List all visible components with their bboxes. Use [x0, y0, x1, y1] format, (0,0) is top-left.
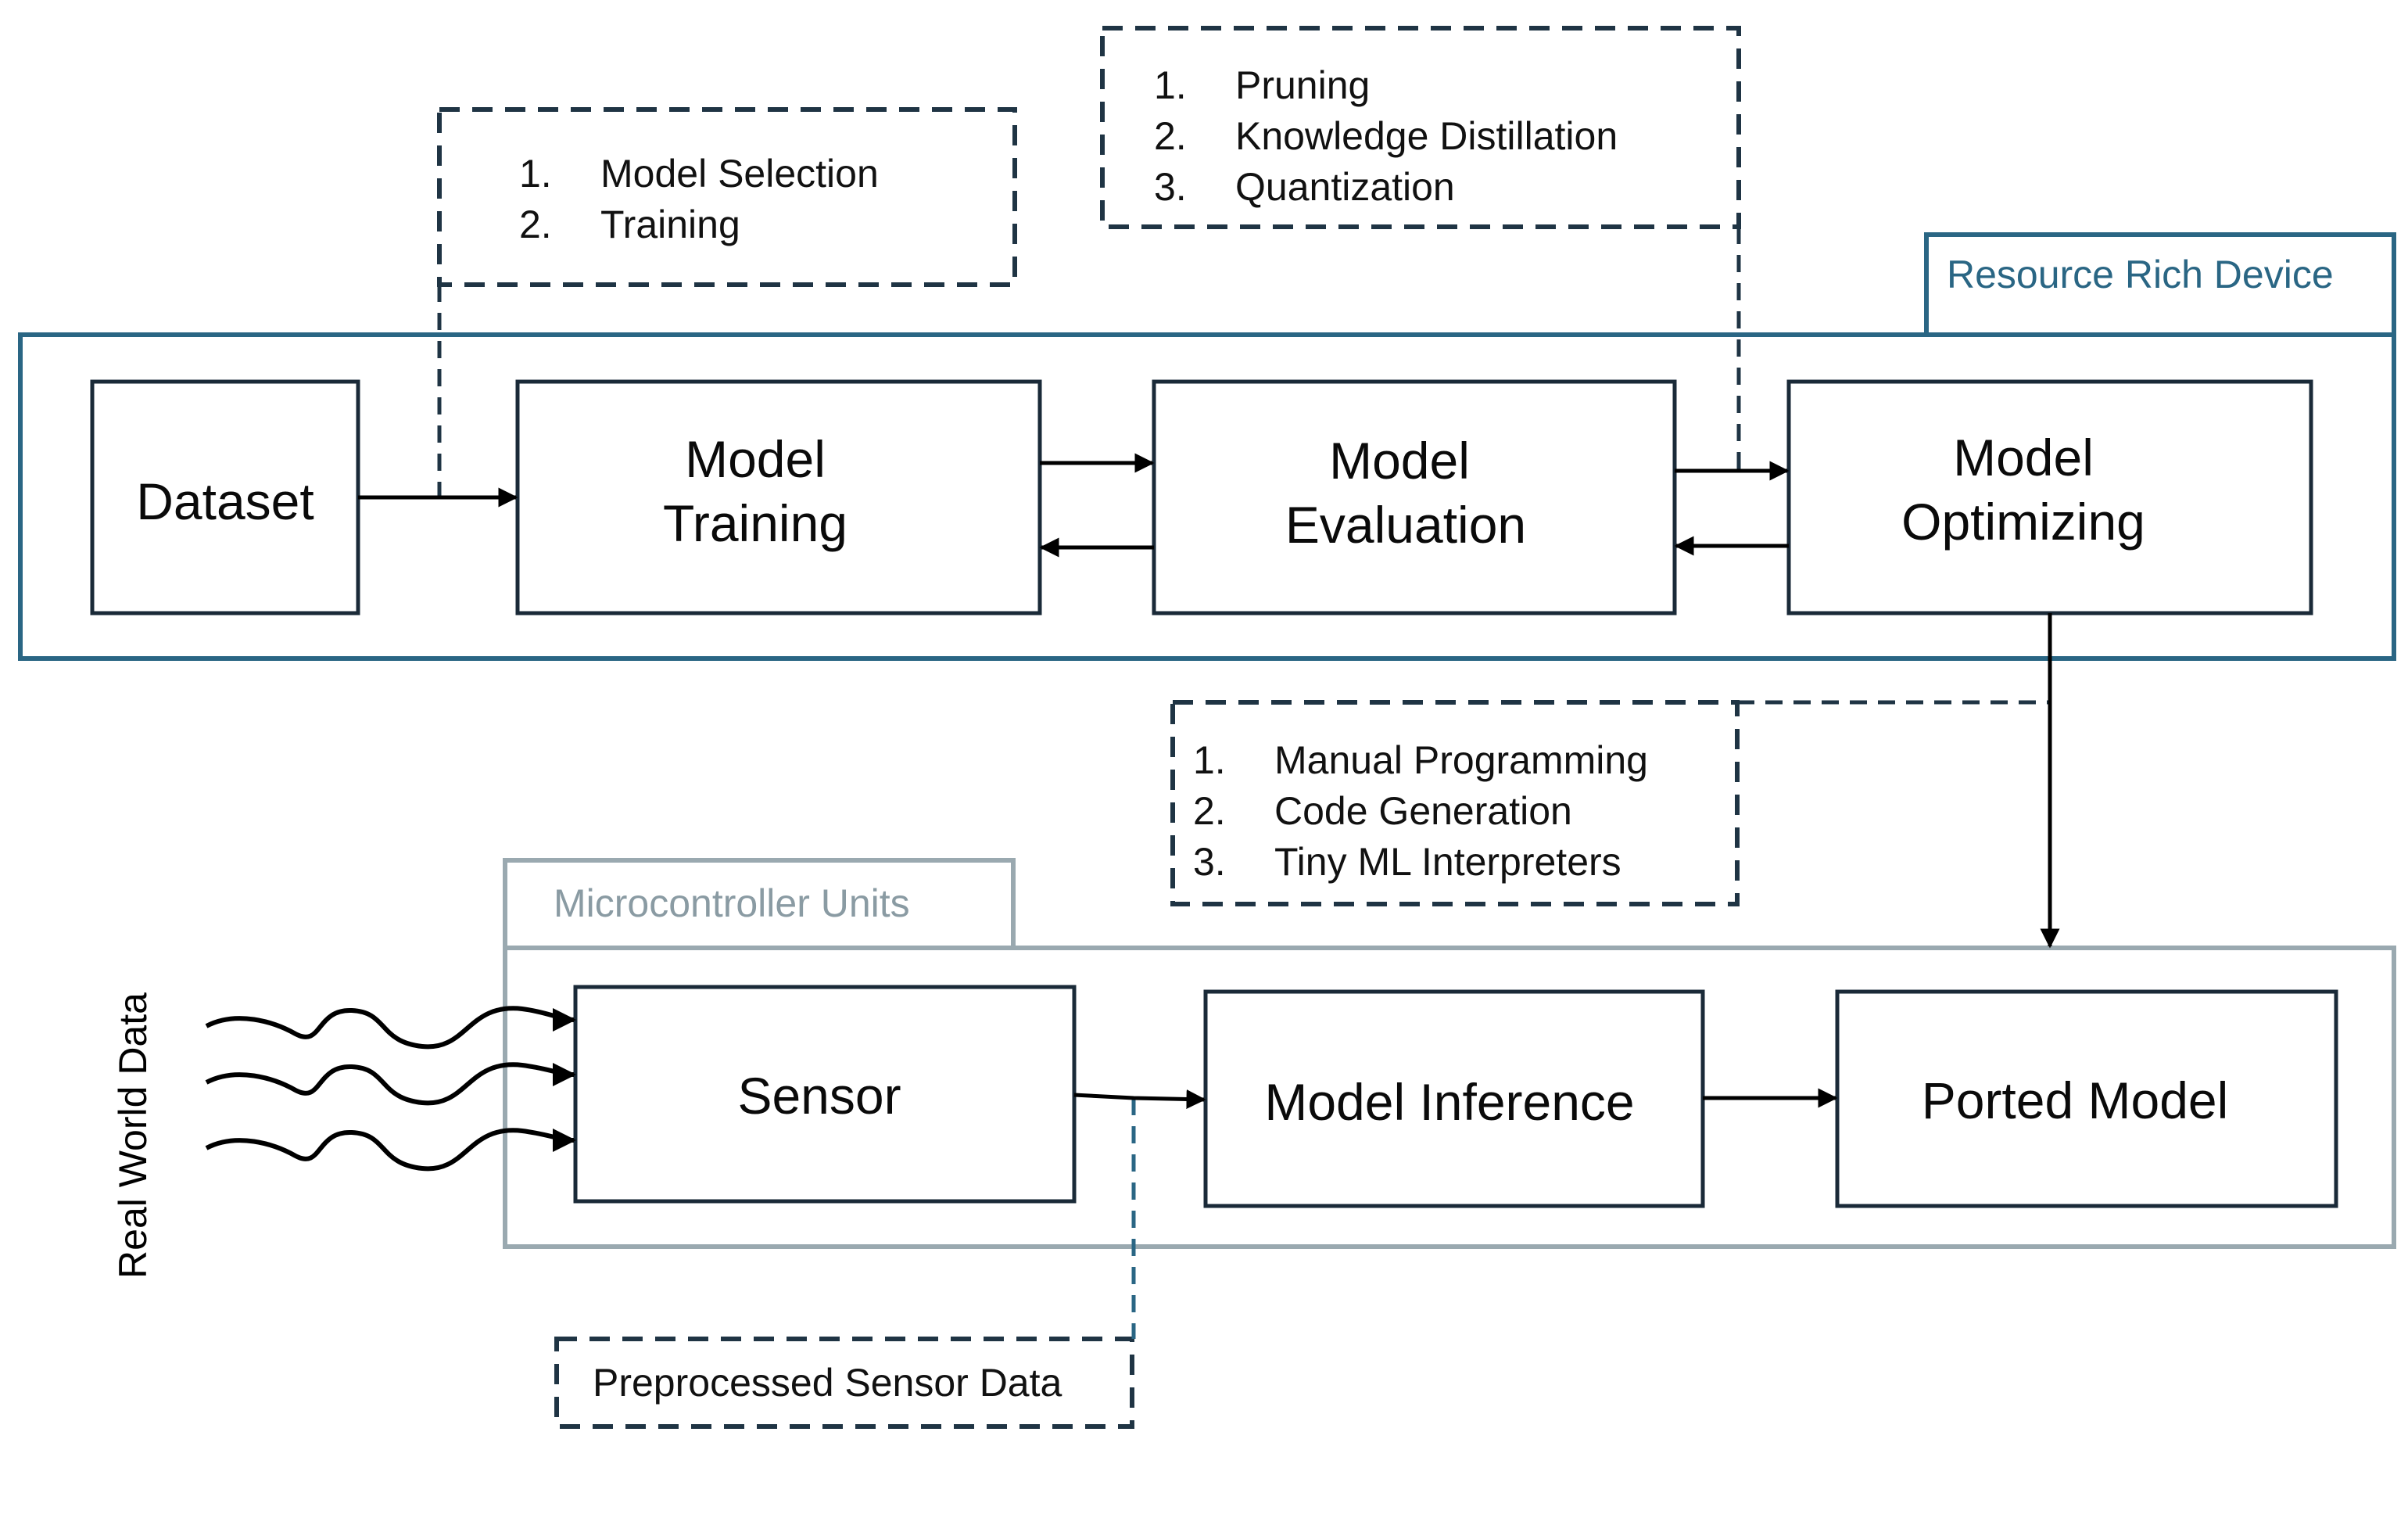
resource-rich-device-frame — [18, 332, 2396, 661]
model-evaluation-label-line2: Evaluation — [1285, 496, 1527, 554]
optimization-step-2: 2. Knowledge Distillation — [1154, 111, 1618, 162]
model-training-label-line2: Training — [663, 494, 847, 552]
optimization-step-2-number: 2. — [1154, 114, 1187, 158]
sensor-data-note-label: Preprocessed Sensor Data — [593, 1361, 1062, 1405]
optimization-step-3-text: Quantization — [1235, 165, 1455, 209]
model-training-label-line1: Model — [685, 430, 826, 488]
real-world-signal-wave-2 — [205, 1062, 576, 1106]
model-evaluation-label-line1: Model — [1329, 432, 1470, 490]
porting-step-3-text: Tiny ML Interpreters — [1274, 840, 1621, 884]
model-inference-block — [1203, 989, 1705, 1208]
arrow-sensor-to-inference — [1073, 1089, 1206, 1109]
training-step-1-text: Model Selection — [600, 152, 879, 196]
optimization-step-2-text: Knowledge Distillation — [1235, 114, 1618, 158]
porting-step-3-number: 3. — [1193, 840, 1226, 884]
training-step-2-number: 2. — [519, 203, 552, 246]
porting-step-3: 3. Tiny ML Interpreters — [1193, 837, 1621, 888]
real-world-signal-wave-3 — [205, 1128, 576, 1172]
porting-step-1: 1. Manual Programming — [1193, 735, 1648, 786]
mcu-title: Microcontroller Units — [554, 881, 910, 925]
real-world-data-label: Real World Data — [111, 992, 155, 1279]
real-world-signal-wave-1 — [205, 1006, 576, 1050]
model-inference-label: Model Inference — [1264, 1073, 1635, 1131]
training-step-2-text: Training — [600, 203, 740, 246]
optimization-step-1-number: 1. — [1154, 63, 1187, 107]
ported-model-block — [1835, 989, 2338, 1208]
dataset-label: Dataset — [136, 472, 314, 530]
model-optimizing-label-line2: Optimizing — [1901, 493, 2145, 551]
training-steps-note-box — [437, 107, 1017, 287]
sensor-data-note-box — [554, 1337, 1134, 1429]
model-evaluation-block — [1152, 379, 1677, 615]
porting-step-2: 2. Code Generation — [1193, 786, 1572, 837]
dataset-block — [90, 379, 360, 615]
optimization-step-1-text: Pruning — [1235, 63, 1371, 107]
porting-steps-note-box — [1170, 700, 1740, 906]
resource-rich-device-title: Resource Rich Device — [1947, 253, 2334, 296]
porting-step-1-number: 1. — [1193, 738, 1226, 782]
mcu-frame — [503, 946, 2396, 1249]
mcu-title-tab — [503, 858, 1016, 950]
porting-step-2-text: Code Generation — [1274, 789, 1572, 833]
training-step-1-number: 1. — [519, 152, 552, 196]
model-optimizing-label-line1: Model — [1953, 429, 2094, 486]
porting-step-1-text: Manual Programming — [1274, 738, 1648, 782]
sensor-label: Sensor — [737, 1067, 901, 1125]
optimization-step-3-number: 3. — [1154, 165, 1187, 209]
sensor-block — [573, 985, 1077, 1204]
training-step-1: 1. Model Selection — [519, 149, 879, 199]
model-training-block — [515, 379, 1042, 615]
optimization-step-3: 3. Quantization — [1154, 162, 1455, 213]
resource-rich-device-title-tab — [1924, 232, 2396, 337]
training-step-2: 2. Training — [519, 199, 740, 250]
ported-model-label: Ported Model — [1921, 1071, 2229, 1129]
optimization-step-1: 1. Pruning — [1154, 60, 1370, 111]
optimization-steps-note-box — [1100, 26, 1741, 229]
porting-step-2-number: 2. — [1193, 789, 1226, 833]
